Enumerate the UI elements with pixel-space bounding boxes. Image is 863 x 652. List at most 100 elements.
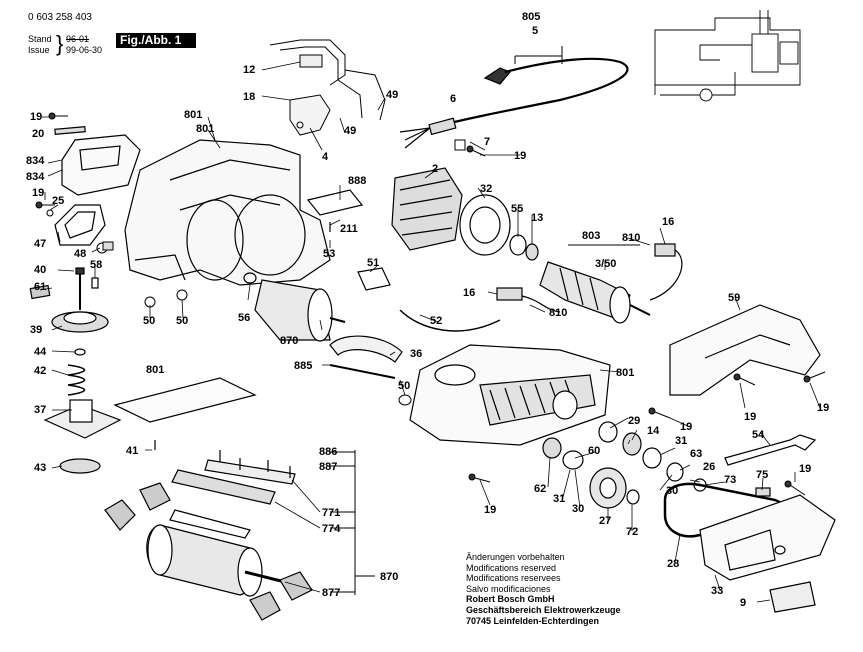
belt-cover	[699, 494, 836, 581]
label-58: 58	[90, 259, 102, 271]
label-16b: 16	[463, 287, 475, 299]
wiring-schematic	[654, 10, 801, 102]
struck-date: 96-01	[66, 34, 90, 44]
label-32: 32	[480, 183, 492, 195]
label-27: 27	[599, 515, 611, 527]
label-42: 42	[34, 365, 46, 377]
label-40: 40	[34, 264, 46, 276]
depth-adjust-assembly	[29, 267, 122, 474]
label-31b: 31	[553, 493, 565, 505]
label-5: 5	[532, 25, 538, 37]
cable-52	[399, 309, 501, 332]
label-plate-888	[306, 189, 364, 232]
label-75: 75	[756, 469, 768, 481]
label-26: 26	[703, 461, 715, 473]
label-19d: 19	[744, 411, 756, 423]
chip-deflector	[329, 335, 403, 379]
label-31a: 31	[675, 435, 687, 447]
bearing-plate	[459, 194, 511, 256]
notice-line-fr: Modifications reservees	[466, 573, 561, 584]
label-49b: 49	[344, 125, 356, 137]
label-888: 888	[348, 175, 366, 187]
label-30b: 30	[572, 503, 584, 515]
spanner	[724, 434, 817, 466]
label-870b: 870	[380, 571, 398, 583]
label-20: 20	[32, 128, 44, 140]
label-33: 33	[711, 585, 723, 597]
notice-line-es: Salvo modificaciones	[466, 583, 551, 594]
bearings-55-13	[509, 234, 539, 261]
label-41: 41	[126, 445, 138, 457]
label-870a: 870	[280, 335, 298, 347]
motor-56	[243, 272, 346, 342]
label-886: 886	[319, 446, 337, 458]
label-39: 39	[30, 324, 42, 336]
issue-date: 99-06-30	[66, 45, 103, 55]
label-2: 2	[432, 163, 438, 175]
company-name: Robert Bosch GmbH	[466, 594, 555, 605]
label-13: 13	[531, 212, 543, 224]
label-801d: 801	[616, 367, 634, 379]
label-810a: 810	[622, 232, 640, 244]
leader-lines	[39, 61, 821, 603]
power-cable	[399, 46, 629, 149]
label-50c: 50	[398, 380, 410, 392]
label-18: 18	[243, 91, 255, 103]
label-803: 803	[582, 230, 600, 242]
brush-holders	[496, 243, 683, 313]
label-771: 771	[322, 507, 340, 519]
label-887: 887	[319, 461, 337, 473]
label-50b: 50	[176, 315, 188, 327]
label-19b: 19	[30, 111, 42, 123]
label-19a: 19	[514, 150, 526, 162]
blade-drum-assembly	[104, 450, 375, 621]
label-62: 62	[534, 483, 546, 495]
label-19f: 19	[680, 421, 692, 433]
label-51: 51	[367, 257, 379, 269]
label-6: 6	[450, 93, 456, 105]
part-number: 0 603 258 403	[28, 12, 92, 23]
label-37: 37	[34, 404, 46, 416]
issue-label: Issue	[28, 45, 50, 55]
stand-label: Stand	[28, 34, 52, 44]
label-29: 29	[628, 415, 640, 427]
figure-label: Fig./Abb. 1	[116, 33, 196, 48]
label-19g: 19	[799, 463, 811, 475]
label-28: 28	[667, 558, 679, 570]
label-211: 211	[340, 223, 358, 235]
label-52: 52	[430, 315, 442, 327]
part-labels: 805 5 6 12 18 49 49 4 7 19 19 20 834 834…	[26, 11, 829, 609]
label-49a: 49	[386, 89, 398, 101]
armature	[539, 244, 651, 324]
label-48: 48	[74, 248, 86, 260]
label-47: 47	[34, 238, 46, 250]
motor-housing	[124, 139, 331, 286]
label-14: 14	[647, 425, 660, 437]
handle-grip-47	[54, 204, 106, 246]
label-810b: 810	[549, 307, 567, 319]
label-885: 885	[294, 360, 312, 372]
label-plate-9	[769, 581, 816, 613]
label-36: 36	[410, 348, 422, 360]
label-7: 7	[484, 136, 490, 148]
notice-line-en: Modifications reserved	[466, 562, 557, 573]
label-774: 774	[322, 523, 341, 535]
label-50a: 50	[143, 315, 155, 327]
label-9: 9	[740, 597, 746, 609]
company-address: 70745 Leinfelden-Echterdingen	[466, 615, 600, 626]
label-59: 59	[728, 292, 740, 304]
label-56: 56	[238, 312, 250, 324]
parallel-guide	[669, 304, 821, 396]
drive-gears	[542, 421, 707, 509]
label-19c: 19	[32, 187, 44, 199]
header-brace: }	[56, 31, 64, 56]
label-350: 3/50	[595, 258, 616, 270]
pin-75	[755, 487, 771, 497]
legal-notice: Änderungen vorbehalten Modifications res…	[466, 552, 621, 626]
label-12: 12	[243, 64, 255, 76]
bracket-51	[357, 267, 391, 291]
label-55: 55	[511, 203, 523, 215]
label-53: 53	[323, 248, 335, 260]
